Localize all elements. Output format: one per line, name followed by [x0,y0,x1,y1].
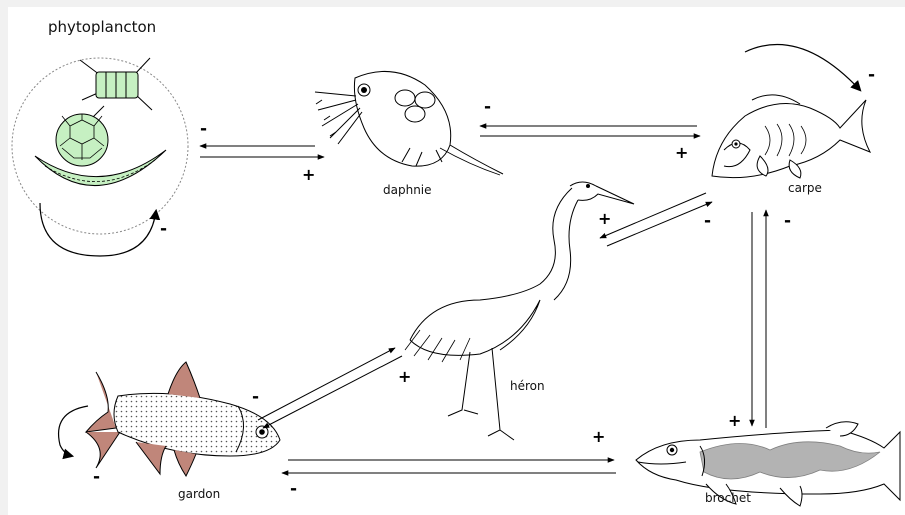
sign-daphnia-on-carp: + [675,143,688,162]
sign-daphnia-on-phyto: - [200,119,207,139]
sign-roach-on-pike: + [592,427,605,446]
diagram-canvas: phytoplancton daphnie carpe héron gardon… [8,7,905,515]
label-pike: brochet [705,491,751,505]
sign-carp-on-pike: + [728,411,741,430]
sign-pike-on-roach: - [290,479,297,499]
sign-phyto-self: - [160,219,167,239]
sign-carp-on-heron: + [598,209,611,228]
daphnia-illustration [315,71,503,175]
label-phytoplankton: phytoplancton [48,18,156,36]
sign-heron-on-roach: - [252,387,259,407]
pike-illustration [636,422,900,506]
label-daphnia: daphnie [383,183,432,197]
arrow-carp-to-heron [600,193,706,238]
self-limit-arrow-carp [745,44,860,90]
sign-heron-on-carp: - [704,211,711,231]
label-roach: gardon [178,487,220,501]
carp-illustration [712,44,870,178]
roach-illustration [59,362,280,476]
sign-roach-self: - [93,467,100,487]
food-web-diagram: phytoplancton daphnie carpe héron gardon… [8,7,905,515]
label-carp: carpe [788,181,822,195]
arrow-roach-to-heron [258,348,395,420]
label-heron: héron [510,379,545,393]
arrow-heron-to-roach [263,356,402,428]
arrow-heron-to-carp [607,202,712,246]
self-limit-arrow-roach [59,406,88,456]
sign-phyto-on-daphnia: + [302,165,315,184]
sign-carp-on-daphnia: - [484,97,491,117]
sign-pike-on-carp: - [784,211,791,231]
sign-carp-self: - [868,65,875,85]
sign-roach-on-heron: + [398,367,411,386]
